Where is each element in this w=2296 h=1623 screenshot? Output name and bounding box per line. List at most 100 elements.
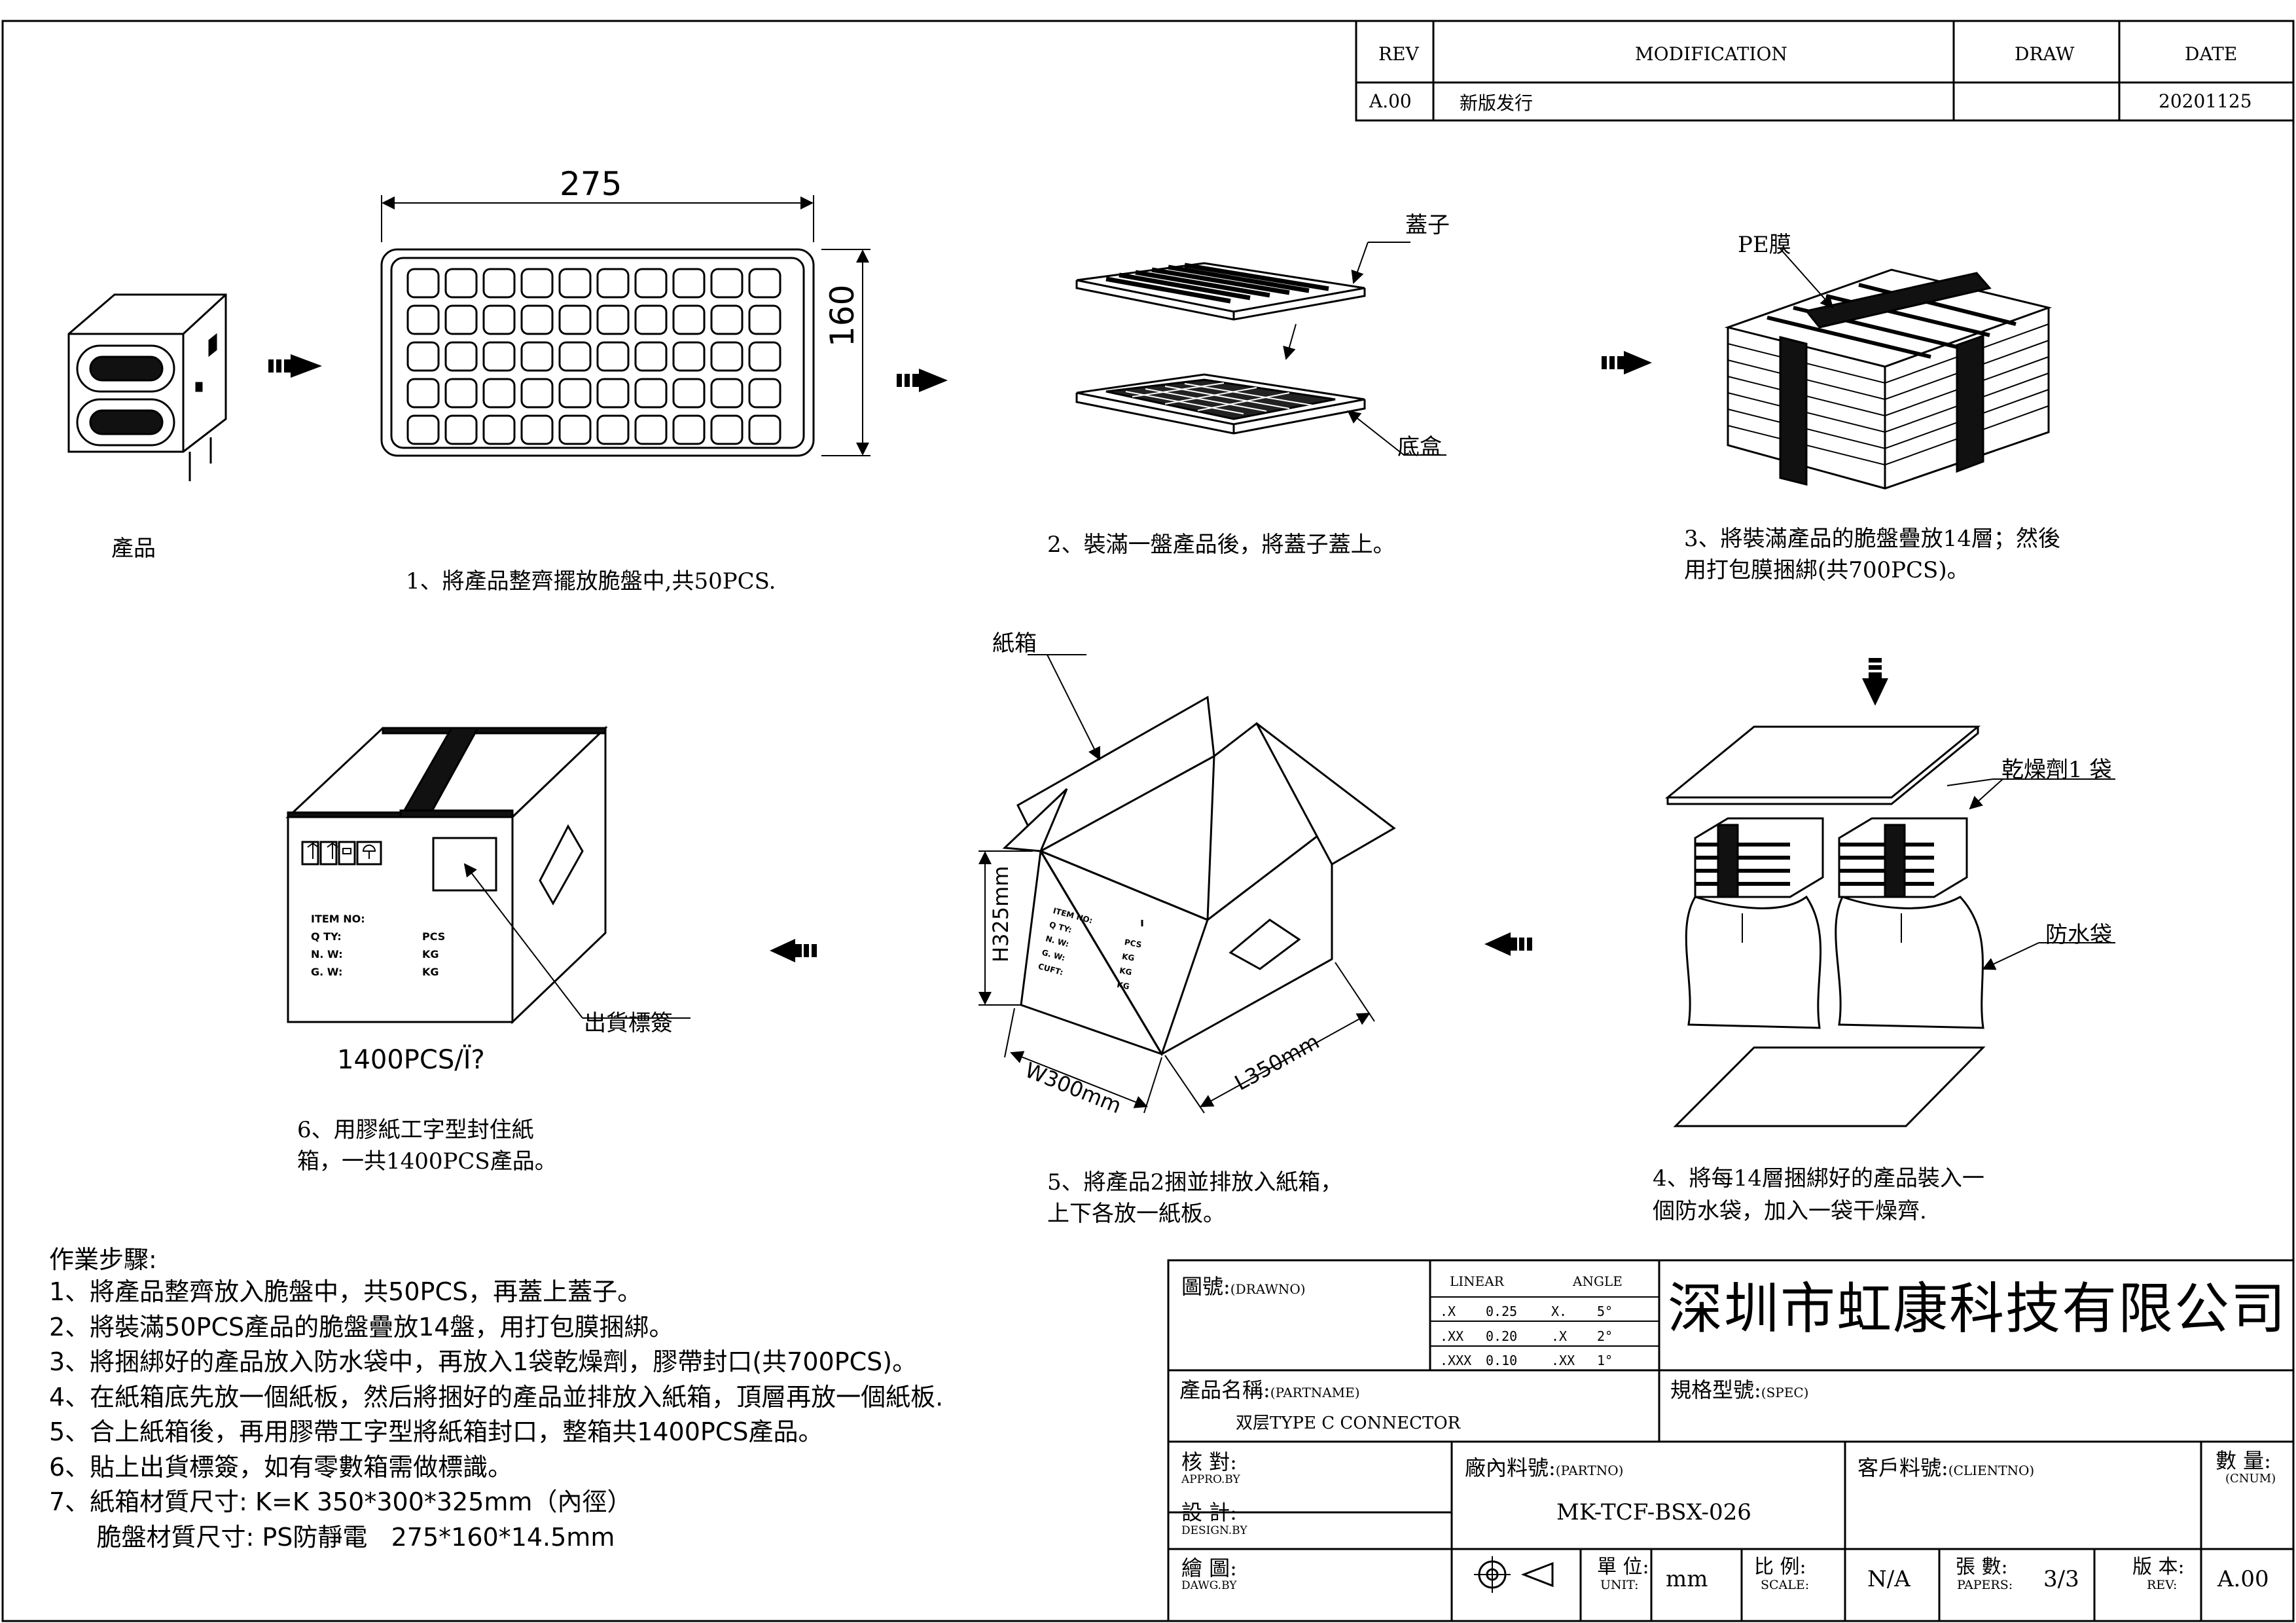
stacked-tray-bundle <box>1724 248 2053 490</box>
rev-header: REV <box>1378 43 1419 65</box>
procedure-line-2: 2、將裝滿50PCS產品的脆盤疊放14盤，用打包膜捆綁。 <box>49 1312 674 1341</box>
appro-label-en: APPRO.BY <box>1181 1473 1240 1486</box>
tol-r3-c2: 0.10 <box>1486 1353 1518 1368</box>
open-carton-drawing <box>978 654 1396 1114</box>
spec-label: 規格型號:(SPEC) <box>1670 1374 1808 1404</box>
caption-step1: 1、將產品整齊擺放脆盤中,共50PCS. <box>406 568 776 594</box>
partname-label-en: (PARTNAME) <box>1270 1385 1360 1400</box>
tray-length-dim: 275 <box>560 165 622 203</box>
flow-arrow-2 <box>897 369 948 392</box>
sealed-carton-drawing <box>285 725 691 1025</box>
tol-r1-c4: 5° <box>1597 1304 1613 1319</box>
projection-symbol <box>1474 1556 1554 1593</box>
tol-r3-c1: .XXX <box>1440 1353 1472 1368</box>
caption-step4-line1: 4、將每14層捆綁好的產品裝入一 <box>1653 1165 1984 1192</box>
open-marking-kg-cuft: KG <box>1116 979 1130 992</box>
marking-qty: Q TY: <box>311 930 342 943</box>
procedure-title: 作業步驟: <box>49 1245 157 1274</box>
tol-r2-c2: 0.20 <box>1486 1328 1518 1344</box>
carton-label: 紙箱 <box>992 630 1037 657</box>
flow-arrow-3 <box>1602 351 1652 374</box>
procedure-line-1: 1、將產品整齊放入脆盤中，共50PCS，再蓋上蓋子。 <box>49 1277 643 1306</box>
tol-r1-c1: .X <box>1440 1304 1456 1319</box>
tol-r2-c1: .XX <box>1440 1328 1464 1344</box>
tol-r2-c3: .X <box>1551 1328 1568 1344</box>
design-label: 設 計: <box>1181 1500 1237 1525</box>
caption-step3-line2: 用打包膜捆綁(共700PCS)。 <box>1684 557 1969 583</box>
tol-row-2: .XX 0.20 .X 2° <box>1440 1324 1613 1349</box>
procedure-line-4: 4、在紙箱底先放一個紙板，然后將捆好的產品並排放入紙箱，頂層再放一個紙板. <box>49 1382 944 1412</box>
tol-r3-c3: .XX <box>1551 1353 1575 1368</box>
papers-label: 張 數: <box>1956 1556 2008 1578</box>
date-header: DATE <box>2185 43 2238 65</box>
scale-label-en: SCALE: <box>1761 1578 1810 1592</box>
procedure-line-3: 3、將捆綁好的產品放入防水袋中，再放入1袋乾燥劑，膠帶封口(共700PCS)。 <box>49 1347 918 1376</box>
papers-value: 3/3 <box>2043 1566 2079 1592</box>
clientno-label: 客戶料號:(CLIENTNO) <box>1857 1451 2034 1482</box>
drawno-label: 圖號:(DRAWNO) <box>1181 1270 1306 1300</box>
carton-marking-units: PCS KG KG <box>422 928 445 981</box>
caption-step5-line2: 上下各放一紙板。 <box>1047 1201 1225 1227</box>
marking-kg-nw: KG <box>422 948 439 960</box>
spec-label-en: (SPEC) <box>1761 1385 1809 1400</box>
desiccant-label: 乾燥劑1 袋 <box>2001 757 2112 783</box>
qty-per-carton: 1400PCS/Ï? <box>337 1045 485 1075</box>
appro-label: 核 對: <box>1181 1450 1237 1474</box>
bottom-box-label: 底盒 <box>1397 434 1442 460</box>
partno-label: 廠內料號:(PARTNO) <box>1465 1451 1623 1482</box>
pe-film-label: PE膜 <box>1738 232 1791 258</box>
tol-r3-c4: 1° <box>1597 1353 1613 1368</box>
sheet-border <box>1 20 2295 1622</box>
caption-step4-line2: 個防水袋，加入一袋干燥齊. <box>1653 1198 1927 1224</box>
partno-label-en: (PARTNO) <box>1555 1463 1624 1478</box>
company-name: 深圳市虹康科技有限公司 <box>1668 1277 2287 1341</box>
tolerance-table: .X 0.25 X. 5° .XX 0.20 .X 2° .XXX 0.10 .XX 1° <box>1440 1300 1613 1374</box>
scale-value: N/A <box>1867 1566 1910 1592</box>
scale-label: 比 例: <box>1754 1556 1806 1578</box>
waterproof-bag-drawing <box>1664 725 2115 1127</box>
tol-linear-header: LINEAR <box>1450 1273 1504 1289</box>
caption-step6-line1: 6、用膠紙工字型封住紙 <box>297 1117 534 1143</box>
design-label-en: DESIGN.BY <box>1181 1524 1247 1537</box>
modification-header: MODIFICATION <box>1635 43 1787 65</box>
flow-arrow-5 <box>770 939 817 962</box>
tol-row-1: .X 0.25 X. 5° <box>1440 1300 1613 1324</box>
unit-label: 單 位: <box>1597 1556 1649 1578</box>
marking-nw: N. W: <box>311 948 343 960</box>
drawn-label-en: DAWG.BY <box>1181 1579 1237 1592</box>
procedure-line-8: 脆盤材質尺寸: PS防靜電 275*160*14.5mm <box>49 1522 615 1552</box>
unit-label-en: UNIT: <box>1600 1578 1639 1592</box>
rev-label: 版 本: <box>2132 1556 2185 1578</box>
cnum-label: 數 量: <box>2215 1448 2271 1473</box>
caption-step6-line2: 箱，一共1400PCS產品。 <box>297 1148 557 1175</box>
caption-step3-line1: 3、將裝滿產品的脆盤疊放14層；然後 <box>1684 526 2060 552</box>
waterproof-bag-label: 防水袋 <box>2045 922 2112 948</box>
flow-arrow-1 <box>268 354 322 378</box>
partname-label-cn: 產品名稱: <box>1179 1377 1270 1402</box>
papers-label-en: PAPERS: <box>1957 1578 2013 1592</box>
spec-label-cn: 規格型號: <box>1670 1377 1761 1402</box>
flow-arrow-4 <box>1484 932 1532 956</box>
procedure-line-5: 5、合上紙箱後，再用膠帶工字型將紙箱封口，整箱共1400PCS產品。 <box>49 1417 823 1446</box>
tol-r2-c4: 2° <box>1597 1328 1613 1344</box>
tol-angle-header: ANGLE <box>1573 1273 1623 1289</box>
draw-header: DRAW <box>2015 43 2075 65</box>
partname-value: 双层TYPE C CONNECTOR <box>1236 1413 1461 1433</box>
procedure-line-6: 6、貼上出貨標簽，如有零數箱需做標識。 <box>49 1452 513 1482</box>
tol-r1-c3: X. <box>1551 1304 1568 1319</box>
partname-label: 產品名稱:(PARTNAME) <box>1179 1374 1360 1404</box>
rev-value-tb: A.00 <box>2217 1566 2269 1592</box>
tray-width-dim: 160 <box>823 284 861 347</box>
drawn-label: 繪 圖: <box>1181 1556 1237 1580</box>
cnum-label-en: (CNUM) <box>2225 1472 2276 1486</box>
modification-value: 新版发行 <box>1460 92 1534 114</box>
drawno-label-cn: 圖號: <box>1181 1274 1230 1299</box>
partno-label-cn: 廠內料號: <box>1465 1455 1556 1480</box>
tray-top-view <box>380 195 870 457</box>
tol-r1-c2: 0.25 <box>1486 1304 1518 1319</box>
marking-kg-gw: KG <box>422 966 439 978</box>
caption-step5-line1: 5、將產品2捆並排放入紙箱， <box>1047 1169 1343 1195</box>
partno-value: MK-TCF-BSX-026 <box>1556 1499 1751 1525</box>
drawno-label-en: (DRAWNO) <box>1230 1281 1306 1297</box>
lid-and-bottom-box <box>1075 242 1446 456</box>
